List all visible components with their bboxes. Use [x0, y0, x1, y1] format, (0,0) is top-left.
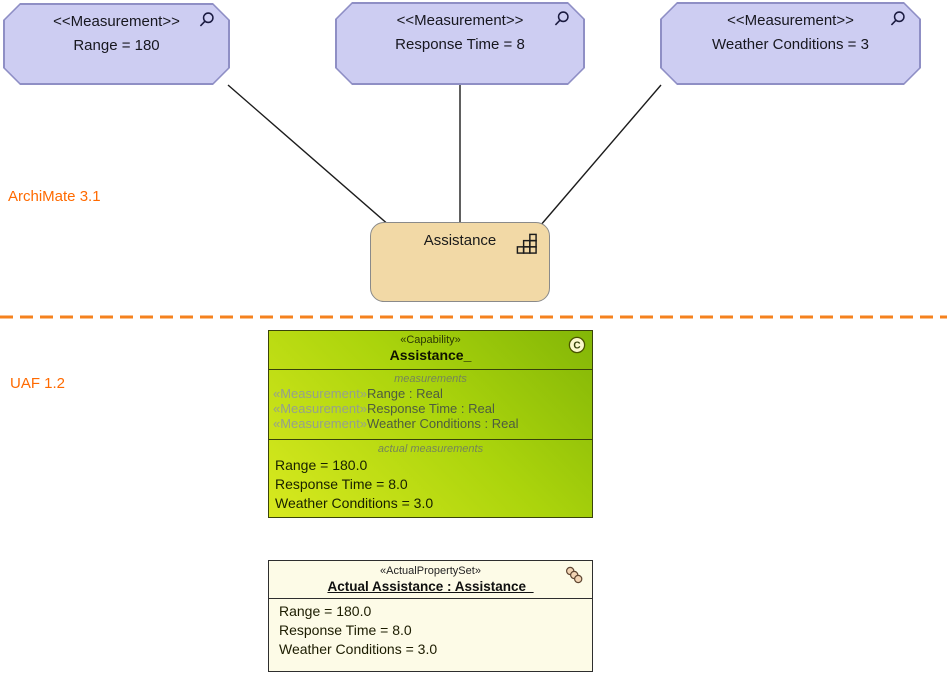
attribute-stereotype: «Measurement»	[273, 401, 367, 416]
uaf-version-label: UAF 1.2	[10, 375, 66, 392]
measurement-node-text: <<Measurement>> Weather Conditions = 3	[660, 2, 921, 57]
actual-property-set-stereotype: «ActualPropertySet»	[380, 565, 481, 577]
measurements-compartment-label: measurements	[394, 373, 467, 385]
uaf-capability-name: Assistance_	[389, 347, 472, 363]
actual-measurement-row: Weather Conditions = 3.0	[275, 495, 434, 511]
measurement-value: Weather Conditions = 3	[712, 36, 869, 53]
magnifier-icon[interactable]	[888, 10, 906, 33]
attribute-text: Weather Conditions : Real	[366, 416, 519, 431]
attribute-stereotype: «Measurement»	[273, 416, 367, 431]
measurement-stereotype: <<Measurement>>	[396, 12, 524, 29]
property-row: Weather Conditions = 3.0	[279, 641, 438, 657]
measurement-value: Response Time = 8	[395, 36, 525, 53]
octagon-fill	[5, 5, 229, 84]
capability-node-name: Assistance	[423, 232, 497, 249]
circled-c-icon: C	[568, 336, 586, 359]
uaf-capability-header: «Capability» Assistance_ C	[269, 331, 592, 369]
uaf-actual-property-set-block[interactable]: «ActualPropertySet» Actual Assistance : …	[268, 560, 593, 672]
measurement-node-response-time[interactable]: <<Measurement>> Response Time = 8	[335, 2, 585, 85]
connector-line-weather	[539, 84, 662, 227]
actual-measurements-compartment-label: actual measurements	[377, 443, 484, 455]
octagon-fill	[662, 4, 920, 84]
measurement-stereotype: <<Measurement>>	[727, 12, 854, 29]
attribute-stereotype: «Measurement»	[273, 386, 367, 401]
uaf-capability-stereotype: «Capability»	[400, 334, 461, 346]
actual-property-set-header: «ActualPropertySet» Actual Assistance : …	[269, 561, 592, 598]
octagon-fill	[337, 4, 584, 84]
actual-property-set-body: Range = 180.0 Response Time = 8.0 Weathe…	[269, 598, 592, 659]
magnifier-icon[interactable]	[197, 11, 215, 34]
attribute-row: «Measurement»Range : Real	[269, 386, 592, 401]
property-row: Response Time = 8.0	[279, 622, 412, 638]
measurement-value: Range = 180	[73, 37, 160, 54]
actual-measurement-row: Response Time = 8.0	[275, 476, 408, 492]
property-set-icon	[564, 566, 584, 591]
uaf-capability-block[interactable]: «Capability» Assistance_ C measurements …	[268, 330, 593, 518]
svg-text:C: C	[573, 341, 580, 352]
attribute-text: Range : Real	[366, 386, 443, 401]
capability-staircase-icon	[515, 232, 538, 260]
archimate-version-label: ArchiMate 3.1	[8, 188, 101, 205]
measurements-compartment: measurements «Measurement»Range : Real «…	[269, 369, 592, 439]
attribute-row: «Measurement»Response Time : Real	[269, 401, 592, 416]
capability-node-assistance[interactable]: Assistance	[370, 222, 550, 302]
actual-property-set-title: Actual Assistance : Assistance_	[327, 579, 534, 594]
measurement-node-text: <<Measurement>> Range = 180	[3, 3, 230, 58]
actual-measurements-compartment: actual measurements Range = 180.0 Respon…	[269, 439, 592, 518]
connector-line-range	[227, 84, 391, 227]
measurement-node-weather-conditions[interactable]: <<Measurement>> Weather Conditions = 3	[660, 2, 921, 85]
measurement-stereotype: <<Measurement>>	[53, 13, 180, 30]
property-row: Range = 180.0	[279, 603, 372, 619]
magnifier-icon[interactable]	[552, 10, 570, 33]
actual-measurement-row: Range = 180.0	[275, 457, 368, 473]
measurement-node-text: <<Measurement>> Response Time = 8	[335, 2, 585, 57]
measurement-node-range[interactable]: <<Measurement>> Range = 180	[3, 3, 230, 85]
attribute-text: Response Time : Real	[366, 401, 495, 416]
attribute-row: «Measurement»Weather Conditions : Real	[269, 416, 592, 431]
